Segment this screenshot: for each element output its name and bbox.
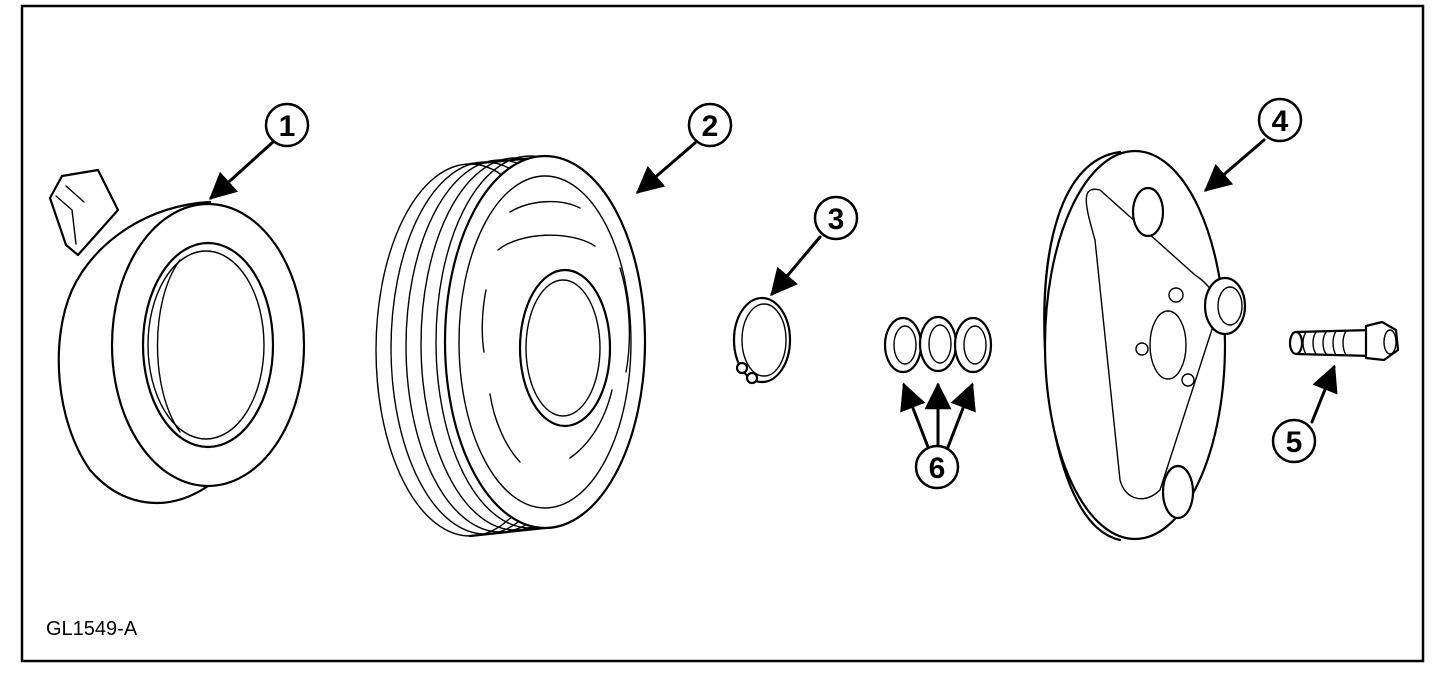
shim [883,316,923,374]
callout-6: 6 [914,444,960,490]
callout-label: 4 [1272,105,1289,138]
leader-arrows [208,138,1338,449]
shim [918,315,958,373]
shim [953,316,993,374]
snap-ring [732,296,792,385]
callout-label: 6 [929,452,946,485]
bolt [1288,320,1400,362]
callout-circle [914,444,960,490]
field-coil [48,168,306,505]
callout-1: 1 [264,102,310,148]
callout-label: 3 [828,203,845,236]
callout-label: 1 [279,110,296,143]
callout-5: 5 [1271,418,1317,464]
callout-circle [813,195,859,241]
leader-arrow-1 [208,140,275,200]
figure-border [20,4,1425,663]
figure-id-label: GL1549-A [46,618,138,640]
callout-circle [1271,418,1317,464]
leader-arrow-6c [946,382,976,449]
callout-2: 2 [687,102,733,148]
leader-arrow-2 [635,141,697,194]
callout-label: 2 [702,110,719,143]
leader-arrow-6a [900,382,930,449]
leader-arrow-3 [770,235,822,297]
shims [883,315,993,374]
callout-4: 4 [1257,97,1303,143]
callout-3: 3 [813,195,859,241]
callout-label: 5 [1286,426,1303,459]
leader-arrow-5 [1310,364,1338,424]
callout-circle [1257,97,1303,143]
callout-circle [264,102,310,148]
clutch-hub-plate [1043,149,1247,542]
leader-arrow-4 [1203,138,1266,192]
pulley [375,154,647,538]
callout-circle [687,102,733,148]
